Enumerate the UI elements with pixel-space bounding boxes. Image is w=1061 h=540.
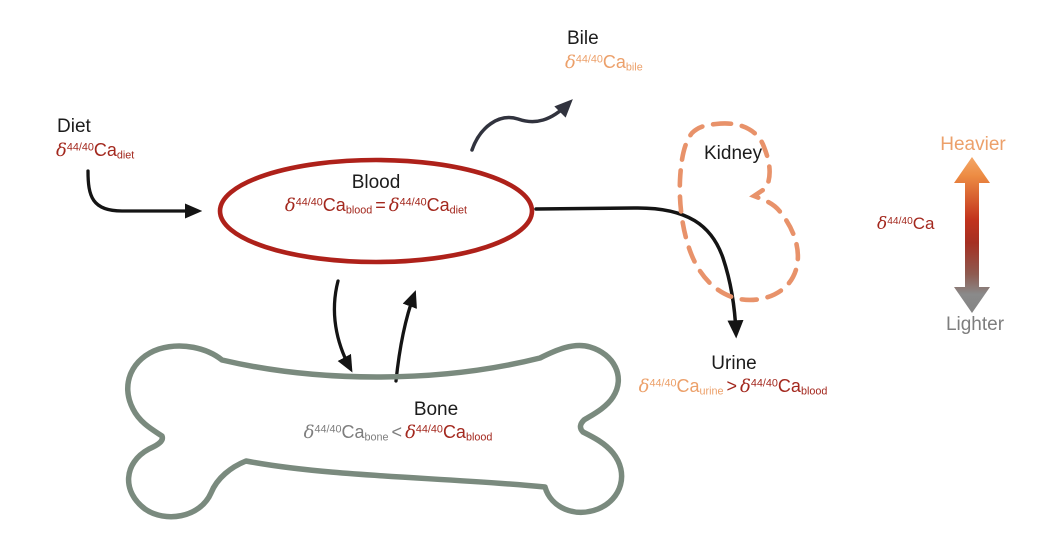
bone-outline	[125, 342, 625, 520]
diet-isotope-term: δ44/40Cadiet	[56, 140, 135, 162]
diet-isotope-term: δ44/40Cadiet	[388, 195, 468, 217]
legend-isotope-formula: δ44/40Ca	[877, 214, 935, 234]
blood-isotope-term: δ44/40Cablood	[284, 195, 373, 217]
blood-to-bone-arrow	[332, 279, 353, 373]
bile-isotope-term: δ44/40Cabile	[565, 52, 643, 74]
blood-isotope-term: δ44/40Cablood	[405, 422, 493, 444]
blood-to-urine-arrow	[534, 206, 744, 339]
kidney-outline	[677, 121, 801, 303]
blood-ellipse	[217, 157, 535, 265]
urine-isotope-term: δ44/40Caurine	[638, 376, 724, 398]
kidney-label: Kidney	[704, 143, 763, 164]
less-than-operator: <	[391, 422, 403, 442]
blood-formula: δ44/40Cablood=δ44/40Cadiet	[284, 195, 468, 217]
legend-heavier-label: Heavier	[940, 134, 1006, 155]
blood-isotope-term: δ44/40Cablood	[740, 376, 828, 398]
diet-to-blood-arrow	[86, 169, 203, 219]
isotope-scale-gradient-arrow	[954, 157, 990, 313]
bone-isotope-term: δ44/40Cabone	[303, 422, 389, 444]
bile-formula: δ44/40Cabile	[565, 52, 643, 74]
blood-label: Blood	[351, 172, 401, 193]
isotope-term: δ44/40Ca	[877, 214, 935, 234]
bone-formula: δ44/40Cabone<δ44/40Cablood	[303, 422, 493, 444]
equals-operator: =	[375, 195, 386, 215]
legend-lighter-label: Lighter	[945, 314, 1005, 335]
blood-to-bile-arrow	[470, 99, 573, 152]
urine-label: Urine	[711, 353, 757, 374]
diet-formula: δ44/40Cadiet	[56, 140, 135, 162]
bone-label: Bone	[413, 399, 459, 420]
greater-than-operator: >	[726, 376, 738, 396]
diet-label: Diet	[57, 116, 91, 137]
urine-formula: δ44/40Caurine>δ44/40Cablood	[638, 376, 828, 398]
bile-label: Bile	[567, 28, 599, 49]
bone-to-blood-arrow	[394, 290, 417, 383]
